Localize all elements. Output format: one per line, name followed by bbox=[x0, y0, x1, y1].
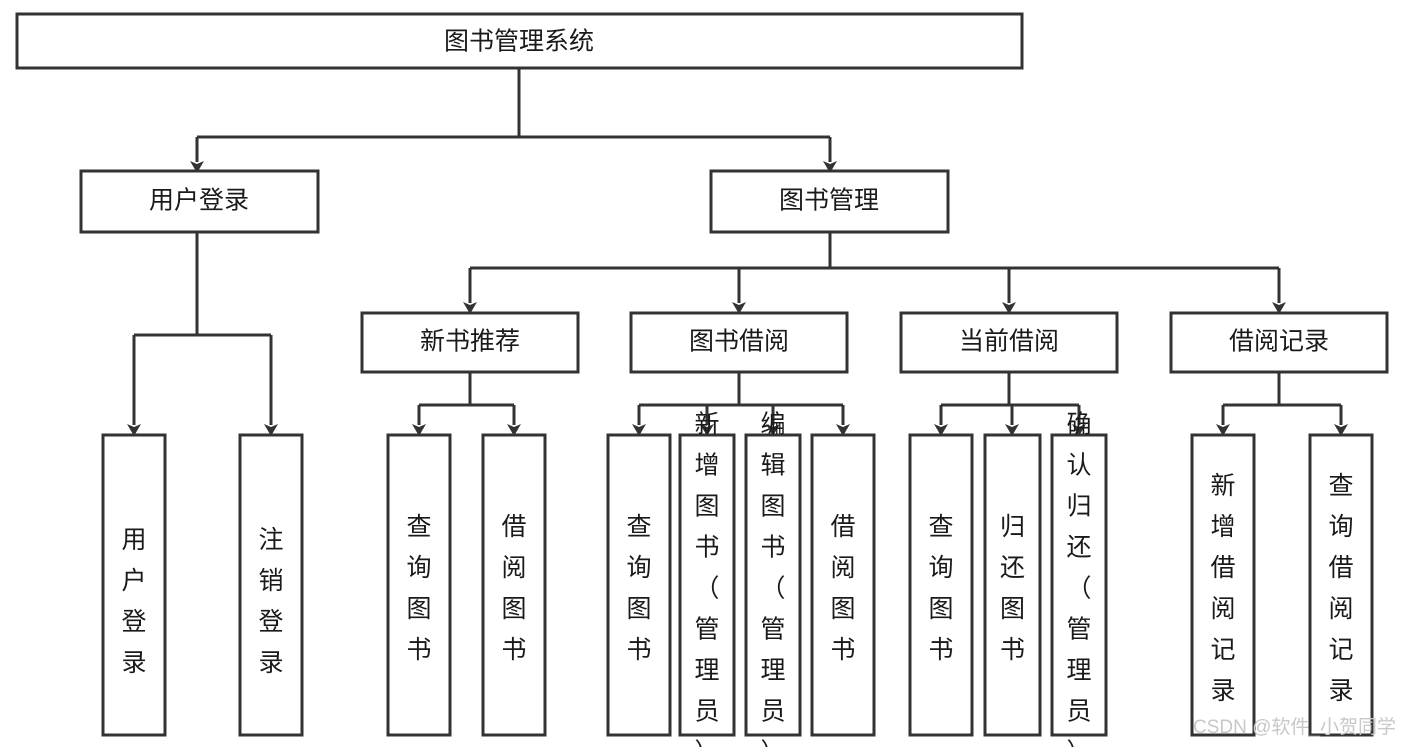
node-leaf-add-record-label: 新增借阅记录 bbox=[1210, 472, 1235, 705]
node-user-login[interactable]: 用户登录 bbox=[79, 169, 320, 234]
node-leaf-query-record-label: 查询借阅记录 bbox=[1328, 472, 1353, 705]
node-leaf-edit-book-label: 编辑图书（管理员） bbox=[760, 410, 785, 747]
node-leaf-query-book-3-box bbox=[908, 433, 974, 737]
connectors-new-book-rec-to-leaves bbox=[412, 372, 521, 436]
connector-root-bus bbox=[197, 68, 830, 139]
node-root[interactable]: 图书管理系统 bbox=[15, 12, 1024, 70]
node-root-label: 图书管理系统 bbox=[444, 28, 594, 56]
node-leaf-return-book-label: 归还图书 bbox=[1000, 513, 1025, 664]
node-leaf-user-login[interactable]: 用户登录 bbox=[101, 433, 167, 737]
connector-book-manage-bus bbox=[470, 232, 1279, 270]
node-leaf-borrow-book-1[interactable]: 借阅图书 bbox=[481, 433, 547, 737]
node-borrow-record-box bbox=[1169, 311, 1389, 374]
connectors-book-manage-to-level3 bbox=[463, 232, 1286, 314]
node-root-box bbox=[15, 12, 1024, 70]
node-leaf-query-record[interactable]: 查询借阅记录 bbox=[1308, 433, 1374, 737]
connectors-root-to-level2 bbox=[190, 68, 837, 173]
node-current-borrow-label: 当前借阅 bbox=[959, 328, 1059, 356]
leaf-nodes-layer: 用户登录 注销登录 查询图书 借阅图书 查询图书 新增图书（管理员） 编辑图书（管理员） 借阅… bbox=[101, 410, 1374, 747]
node-leaf-logout-login-label: 注销登录 bbox=[258, 526, 283, 677]
node-book-borrow-label: 图书借阅 bbox=[689, 328, 789, 356]
node-leaf-edit-book-box bbox=[744, 433, 802, 737]
node-book-borrow-box bbox=[629, 311, 849, 374]
node-user-login-box bbox=[79, 169, 320, 234]
node-leaf-add-book-box bbox=[678, 433, 736, 737]
node-new-book-rec[interactable]: 新书推荐 bbox=[360, 311, 580, 374]
connector-new-book-rec-bus bbox=[419, 372, 514, 407]
node-book-manage-label: 图书管理 bbox=[779, 187, 879, 215]
csdn-watermark: CSDN @软件_小贺同学 bbox=[1193, 716, 1396, 738]
node-leaf-query-book-2-label: 查询图书 bbox=[626, 513, 651, 664]
node-leaf-query-book-1[interactable]: 查询图书 bbox=[386, 433, 452, 737]
node-book-borrow[interactable]: 图书借阅 bbox=[629, 311, 849, 374]
node-book-manage-box bbox=[709, 169, 950, 234]
node-leaf-confirm-return-box bbox=[1050, 433, 1108, 737]
node-leaf-borrow-book-2-box bbox=[810, 433, 876, 737]
node-leaf-query-book-3[interactable]: 查询图书 bbox=[908, 433, 974, 737]
node-leaf-borrow-book-1-label: 借阅图书 bbox=[501, 513, 526, 664]
node-leaf-borrow-book-2[interactable]: 借阅图书 bbox=[810, 433, 876, 737]
node-user-login-label: 用户登录 bbox=[149, 187, 249, 215]
connectors-current-borrow-to-leaves bbox=[934, 372, 1086, 436]
node-leaf-return-book[interactable]: 归还图书 bbox=[983, 433, 1042, 737]
node-leaf-add-record-box bbox=[1190, 433, 1256, 737]
node-current-borrow[interactable]: 当前借阅 bbox=[899, 311, 1119, 374]
node-leaf-user-login-label: 用户登录 bbox=[121, 526, 146, 677]
node-leaf-borrow-book-2-label: 借阅图书 bbox=[830, 513, 855, 664]
node-leaf-logout-login[interactable]: 注销登录 bbox=[238, 433, 304, 737]
node-leaf-edit-book[interactable]: 编辑图书（管理员） bbox=[744, 410, 802, 747]
node-borrow-record[interactable]: 借阅记录 bbox=[1169, 311, 1389, 374]
node-leaf-add-record[interactable]: 新增借阅记录 bbox=[1190, 433, 1256, 737]
connectors-user-login-to-leaves bbox=[127, 232, 278, 436]
node-leaf-query-book-3-label: 查询图书 bbox=[928, 513, 953, 664]
node-new-book-rec-box bbox=[360, 311, 580, 374]
node-leaf-query-book-1-label: 查询图书 bbox=[406, 513, 431, 664]
connector-current-borrow-bus bbox=[941, 372, 1079, 407]
connectors-book-borrow-to-leaves bbox=[632, 372, 850, 436]
connector-book-borrow-bus bbox=[639, 372, 843, 407]
node-leaf-add-book-label: 新增图书（管理员） bbox=[694, 410, 719, 747]
connector-borrow-record-bus bbox=[1223, 372, 1341, 407]
node-leaf-user-login-box bbox=[101, 433, 167, 737]
node-leaf-query-book-1-box bbox=[386, 433, 452, 737]
node-leaf-logout-login-box bbox=[238, 433, 304, 737]
connector-user-login-bus bbox=[134, 232, 271, 337]
node-leaf-add-book[interactable]: 新增图书（管理员） bbox=[678, 410, 736, 747]
node-leaf-query-book-2-box bbox=[606, 433, 672, 737]
node-new-book-rec-label: 新书推荐 bbox=[420, 328, 520, 356]
node-book-manage[interactable]: 图书管理 bbox=[709, 169, 950, 234]
node-leaf-query-record-box bbox=[1308, 433, 1374, 737]
node-current-borrow-box bbox=[899, 311, 1119, 374]
node-leaf-confirm-return[interactable]: 确认归还（管理员） bbox=[1050, 410, 1108, 747]
node-leaf-borrow-book-1-box bbox=[481, 433, 547, 737]
node-leaf-confirm-return-label: 确认归还（管理员） bbox=[1066, 410, 1091, 747]
connectors-borrow-record-to-leaves bbox=[1216, 372, 1348, 436]
node-leaf-return-book-box bbox=[983, 433, 1042, 737]
node-borrow-record-label: 借阅记录 bbox=[1229, 328, 1329, 356]
node-leaf-query-book-2[interactable]: 查询图书 bbox=[606, 433, 672, 737]
